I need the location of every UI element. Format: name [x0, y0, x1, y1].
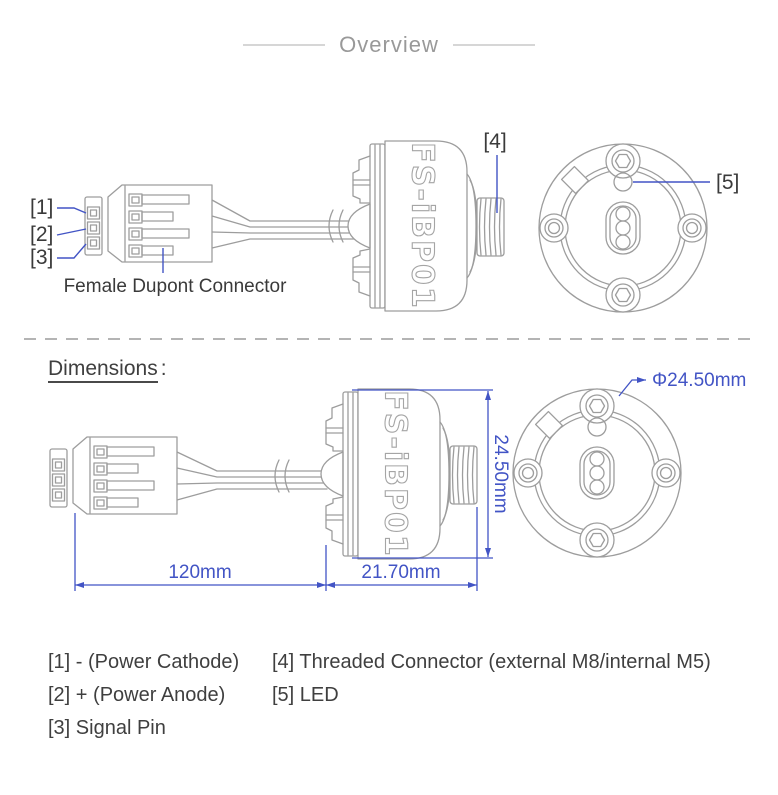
- cable-length-label: 120mm: [168, 562, 231, 583]
- dimensions-heading-text: Dimensions: [48, 357, 158, 383]
- section-title: Overview: [339, 32, 439, 57]
- legend-item-4: [4] Threaded Connector (external M8/inte…: [272, 651, 711, 673]
- height-dimension: 24.50mm: [352, 389, 511, 559]
- callout-2-leader: [56, 228, 87, 236]
- dimensions-diagram: FS-iBP01 Φ24.50mm 24.50mm 120mm 21.70mm: [49, 370, 746, 591]
- header-rule-right: [452, 44, 535, 46]
- header-rule-left: [243, 44, 326, 46]
- section-header-overview: Overview: [0, 32, 778, 58]
- legend-item-5: [5] LED: [272, 684, 339, 706]
- cable-break-mark: [328, 209, 344, 243]
- diameter-dimension-label: Φ24.50mm: [652, 370, 746, 391]
- cable-break-mark: [274, 459, 290, 493]
- callout-5-label: [5]: [716, 171, 739, 194]
- callout-1-label: [1]: [30, 196, 53, 219]
- cable-wires: [211, 199, 357, 249]
- callout-4-label: [4]: [483, 130, 506, 153]
- legend-column-2: [4] Threaded Connector (external M8/inte…: [272, 650, 711, 716]
- dupont-connector: [49, 436, 178, 515]
- callout-3-label: [3]: [30, 246, 53, 269]
- sensor-front-view: [512, 388, 682, 558]
- connector-label: Female Dupont Connector: [64, 276, 288, 297]
- dimensions-heading-colon: :: [160, 357, 167, 380]
- legend-item-2: [2] + (Power Anode): [48, 684, 226, 706]
- dimensions-heading: Dimensions:: [48, 357, 167, 383]
- dupont-connector: [84, 184, 213, 263]
- callout-1-leader: [57, 207, 87, 214]
- body-length-label: 21.70mm: [361, 562, 440, 583]
- section-divider: [24, 338, 754, 340]
- height-dimension-label: 24.50mm: [490, 434, 511, 513]
- device-model-text: FS-iBP01: [405, 142, 440, 309]
- overview-diagram: FS-iBP01 [1] [2] [3] Female Dupont Conne…: [30, 130, 739, 313]
- diameter-leader: [618, 377, 646, 397]
- callout-2-label: [2]: [30, 223, 53, 246]
- callout-3-leader: [57, 243, 87, 259]
- cable-wires: [176, 451, 328, 501]
- legend-item-3: [3] Signal Pin: [48, 717, 166, 739]
- length-dimensions: 120mm 21.70mm: [74, 507, 478, 591]
- legend-column-1: [1] - (Power Cathode) [2] + (Power Anode…: [48, 650, 239, 749]
- legend-item-1: [1] - (Power Cathode): [48, 651, 240, 673]
- sensor-front-view: [538, 143, 708, 313]
- device-model-text: FS-iBP01: [378, 390, 413, 557]
